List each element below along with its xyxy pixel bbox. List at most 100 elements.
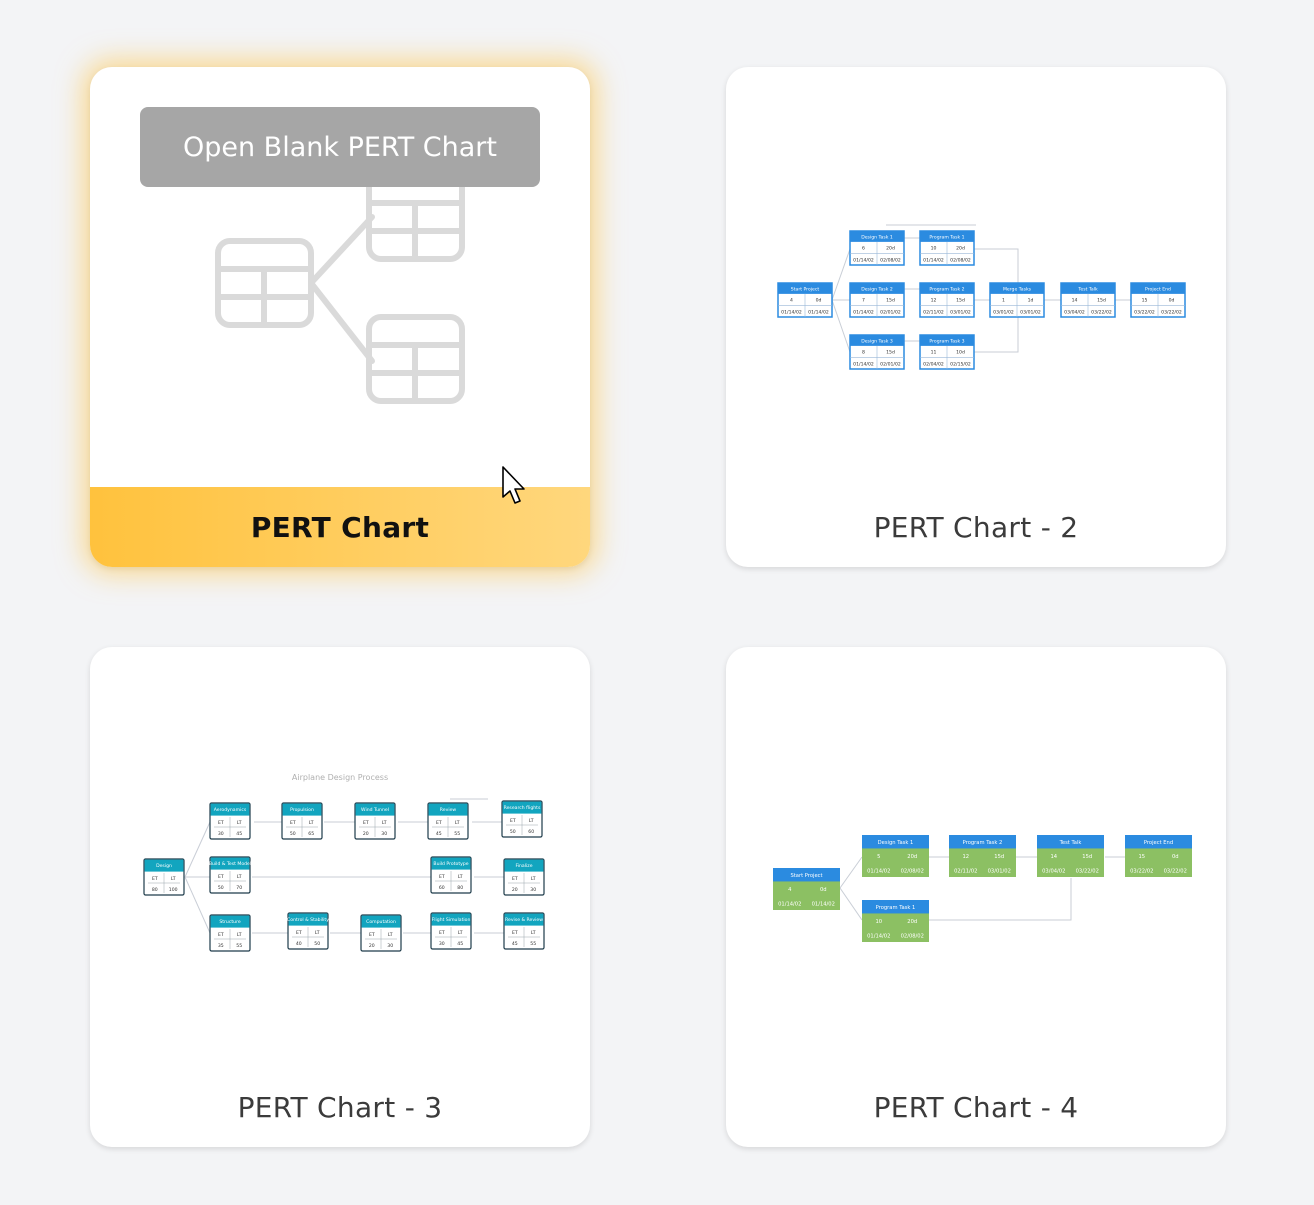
node-value: 30 [218,831,224,837]
template-label: PERT Chart - 3 [237,1090,443,1124]
node-col-label: LT [388,932,393,938]
node-value: 01/14/02 [781,309,802,315]
node-value: 12 [962,854,969,860]
node-value: 03/22/02 [1091,309,1112,315]
node-value: 15d [994,854,1004,860]
node-value: 55 [454,831,460,837]
node-value: 02/15/02 [950,361,971,367]
node-title: Start Project [790,873,822,879]
node-value: 03/22/02 [1161,309,1182,315]
node-col-label: LT [531,930,536,936]
node-col-label: LT [237,874,242,880]
node-title: Program Task 1 [929,234,964,240]
node-value: 55 [236,943,242,949]
node-value: 15d [956,298,965,304]
node-col-label: LT [237,932,242,938]
node-col-label: LT [382,820,387,826]
node-value: 14 [1050,854,1057,860]
node-value: 03/01/02 [1020,309,1041,315]
node-title: Design Task 1 [878,840,914,846]
node-value: 01/14/02 [853,361,874,367]
node-value: 8 [862,350,865,356]
node-title: Merge Tasks [1003,286,1032,292]
node-col-label: LT [458,930,463,936]
node-value: 03/01/02 [988,868,1011,874]
node-value: 03/01/02 [950,309,971,315]
node-title: Design Task 3 [861,338,893,344]
node-value: 03/22/02 [1164,868,1187,874]
node-title: Revise & Review [505,917,543,923]
node-value: 0d [1172,854,1179,860]
node-col-label: ET [512,876,518,882]
node-col-label: ET [296,930,302,936]
node-value: 01/14/02 [867,933,890,939]
node-title: Program Task 2 [963,840,1003,846]
node-value: 14 [1072,298,1078,304]
node-value: 0d [816,298,822,304]
node-value: 02/08/02 [950,257,971,263]
node-col-label: LT [171,876,176,882]
node-title: Research flights [504,805,541,811]
node-value: 4 [788,887,792,893]
template-card-pert-chart[interactable]: Open Blank PERT Chart PERT Chart [90,67,590,567]
node-col-label: LT [237,820,242,826]
node-value: 1d [1028,298,1034,304]
node-value: 02/11/02 [954,868,977,874]
open-blank-pert-chart-button[interactable]: Open Blank PERT Chart [140,107,540,187]
node-value: 30 [387,943,393,949]
node-value: 6 [862,246,865,252]
pert-chart-placeholder-icon [215,172,465,404]
node-value: 30 [530,887,536,893]
node-col-label: ET [363,820,369,826]
node-value: 02/11/02 [923,309,944,315]
node-col-label: LT [315,930,320,936]
node-value: 4 [790,298,793,304]
node-title: Project End [1145,286,1171,292]
preview-title: Airplane Design Process [292,773,388,782]
node-value: 80 [152,887,158,893]
node-title: Structure [219,919,241,925]
node-title: Build & Test Model [209,861,251,867]
node-col-label: LT [309,820,314,826]
node-value: 5 [877,854,880,860]
node-value: 0d [820,887,827,893]
node-title: Design [156,863,172,869]
node-value: 0d [1169,298,1175,304]
node-value: 45 [436,831,442,837]
node-title: Program Task 2 [929,286,964,292]
node-col-label: LT [531,876,536,882]
node-col-label: ET [152,876,158,882]
node-col-label: ET [439,930,445,936]
node-title: Build Prototype [433,861,468,867]
node-value: 01/14/02 [853,257,874,263]
node-value: 11 [931,350,937,356]
node-value: 30 [381,831,387,837]
node-col-label: ET [218,932,224,938]
node-value: 7 [862,298,865,304]
node-col-label: LT [529,818,534,824]
node-value: 55 [530,941,536,947]
node-value: 02/01/02 [880,309,901,315]
node-col-label: LT [458,874,463,880]
node-title: Test Talk [1077,286,1098,292]
node-value: 20d [886,246,895,252]
node-value: 10d [956,350,965,356]
